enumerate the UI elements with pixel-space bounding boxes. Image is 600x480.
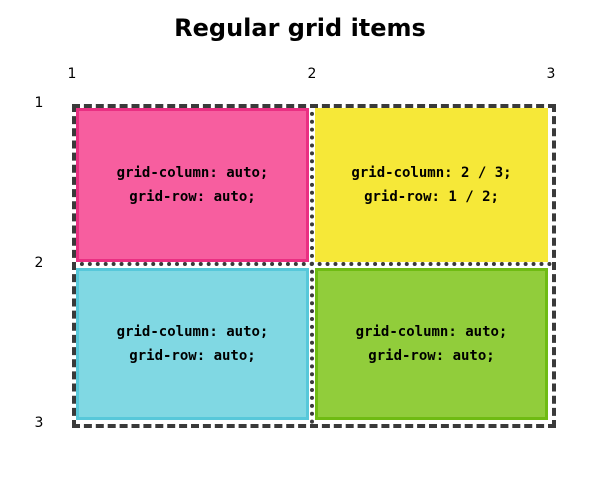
row-line-label-1: 1 <box>34 95 44 111</box>
row-line-label-2: 2 <box>34 255 44 271</box>
row-line-label-3: 3 <box>34 415 44 431</box>
diagram-title: Regular grid items <box>174 14 426 42</box>
grid-container: grid-column: auto; grid-row: auto; grid-… <box>72 104 556 428</box>
column-line-label-3: 3 <box>546 66 556 82</box>
grid-item-column-text: grid-column: auto; <box>355 324 508 340</box>
grid-item-row-text: grid-row: auto; <box>368 348 495 364</box>
grid-item-column-text: grid-column: auto; <box>116 165 269 181</box>
grid-item-row-text: grid-row: auto; <box>129 189 256 205</box>
column-line-label-1: 1 <box>67 66 77 82</box>
grid-item-cyan: grid-column: auto; grid-row: auto; <box>76 268 309 420</box>
grid-item-pink: grid-column: auto; grid-row: auto; <box>76 108 309 262</box>
grid-item-column-text: grid-column: 2 / 3; <box>351 165 512 181</box>
grid-item-green: grid-column: auto; grid-row: auto; <box>315 268 548 420</box>
grid-item-row-text: grid-row: auto; <box>129 348 256 364</box>
grid-item-yellow: grid-column: 2 / 3; grid-row: 1 / 2; <box>315 108 548 262</box>
grid-item-column-text: grid-column: auto; <box>116 324 269 340</box>
grid-row-line-2 <box>72 262 552 266</box>
column-line-label-2: 2 <box>307 66 317 82</box>
grid-item-row-text: grid-row: 1 / 2; <box>364 189 499 205</box>
